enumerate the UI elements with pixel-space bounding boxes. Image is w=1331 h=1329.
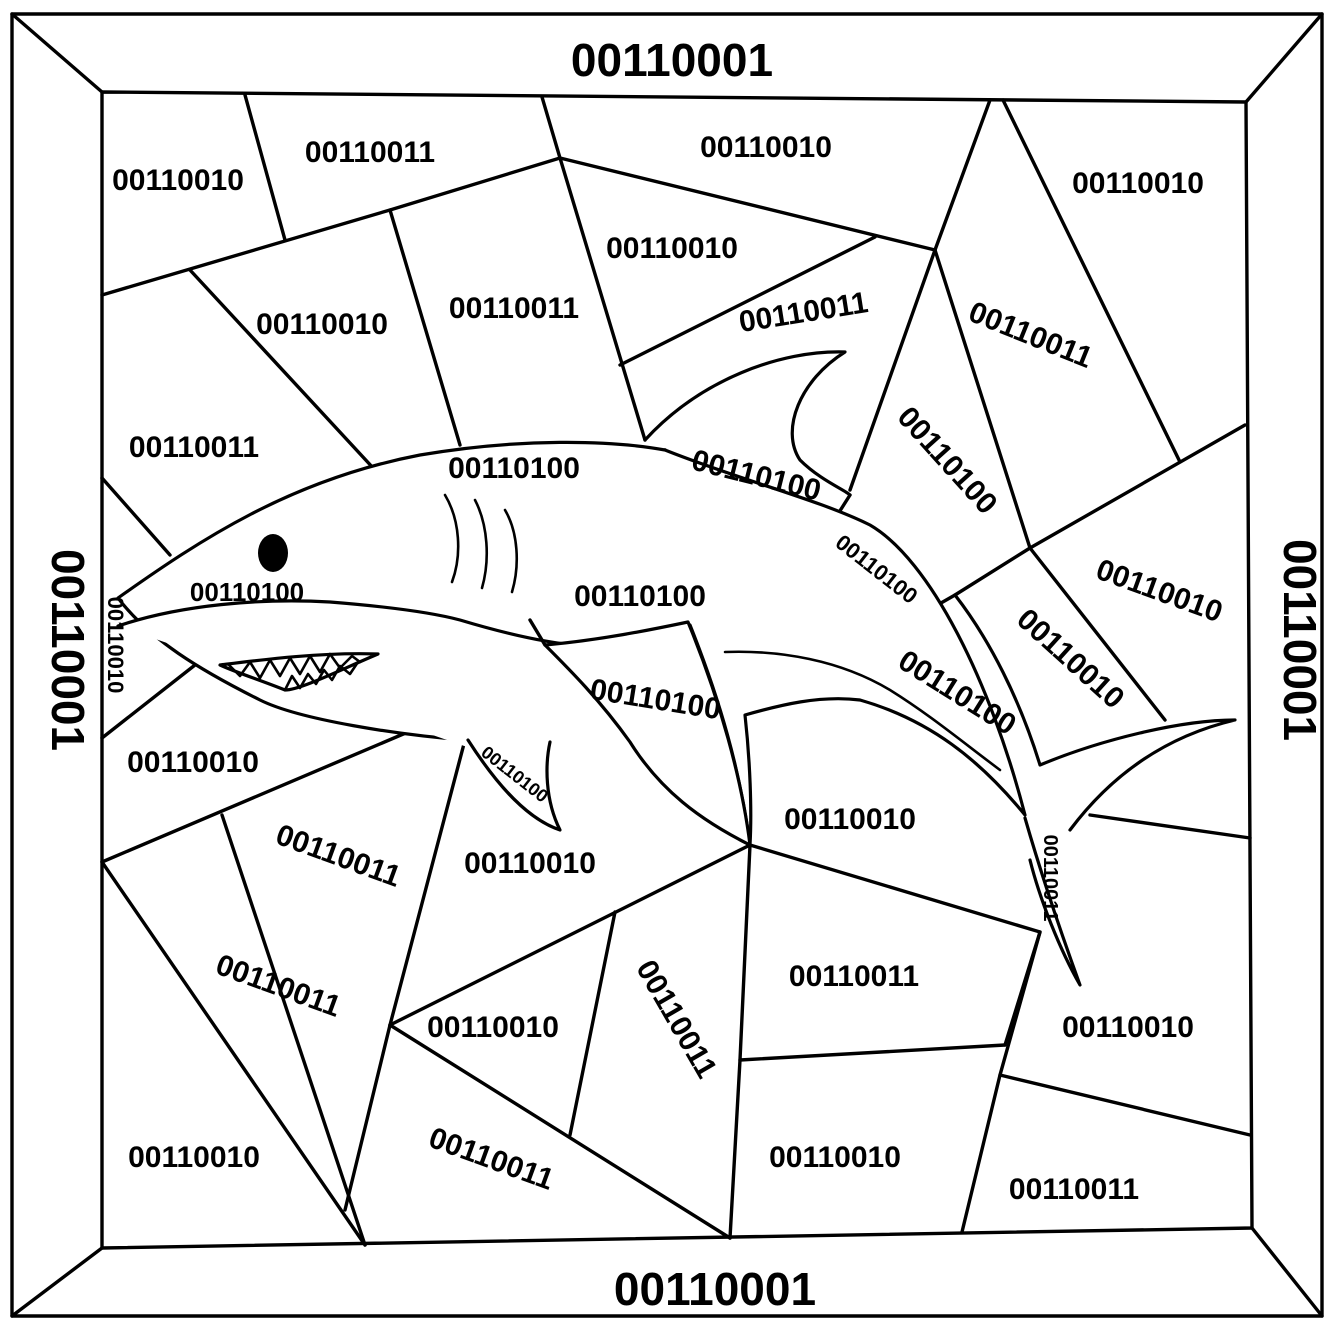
region-label: 00110010 — [1062, 1011, 1194, 1044]
region-label: 00110010 — [427, 1011, 559, 1044]
region-label: 00110010 — [1092, 553, 1227, 629]
shark-gill-3 — [503, 508, 519, 594]
shark-dorsal-fin-outline — [643, 350, 852, 497]
region-label: 00110010 — [769, 1141, 901, 1174]
region-label: 00110010 — [128, 1141, 260, 1174]
region-label: 00110011 — [1009, 1173, 1139, 1206]
shark-body-line — [723, 650, 1002, 772]
shark-tail-upper — [953, 593, 1237, 832]
region-label: 00110011 — [211, 948, 345, 1024]
region-label: 00110010 — [700, 131, 832, 164]
border-bottom-label: 00110001 — [614, 1263, 816, 1315]
shark-teeth-top — [226, 652, 362, 680]
shark-tail-lower — [1023, 816, 1082, 987]
region-label: 00110010 — [464, 847, 596, 880]
border-right-label: 00110001 — [1274, 539, 1326, 741]
border-left-label: 00110001 — [42, 549, 94, 751]
region-label: 00110010 — [256, 308, 388, 341]
region-label: 00110010 — [784, 803, 916, 836]
region-label: 00110011 — [1039, 835, 1061, 922]
region-label: 00110010 — [103, 597, 128, 694]
shark-illustration — [116, 350, 1237, 987]
region-label: 00110011 — [629, 955, 723, 1084]
border-top-label: 00110001 — [571, 34, 773, 86]
region-label: 00110011 — [129, 431, 259, 464]
region-label: 00110010 — [606, 232, 738, 265]
region-label: 00110011 — [964, 296, 1097, 375]
shark-eye — [258, 534, 288, 572]
region-label: 00110011 — [424, 1121, 558, 1197]
region-label: 00110011 — [789, 960, 919, 993]
border-labels: 00110001 00110001 00110001 00110001 — [42, 34, 1326, 1315]
shark-teeth-bottom — [283, 660, 360, 692]
region-label: 00110100 — [190, 577, 304, 607]
region-label: 00110010 — [1010, 603, 1130, 716]
region-label: 00110011 — [449, 292, 579, 325]
region-label: 00110100 — [448, 452, 580, 485]
region-label: 00110100 — [574, 580, 706, 613]
region-label: 00110010 — [112, 164, 244, 197]
region-label: 00110011 — [305, 136, 435, 169]
region-label: 00110011 — [737, 286, 871, 339]
region-label: 00110010 — [1072, 167, 1204, 200]
shark-gill-1 — [443, 493, 460, 584]
region-label: 00110011 — [271, 818, 405, 894]
shark-pectoral-fin — [543, 620, 752, 847]
region-label: 00110100 — [891, 401, 1004, 521]
shark-gill-2 — [473, 498, 489, 590]
region-label: 00110010 — [127, 746, 259, 779]
shark-pelvic-fin — [466, 738, 562, 832]
